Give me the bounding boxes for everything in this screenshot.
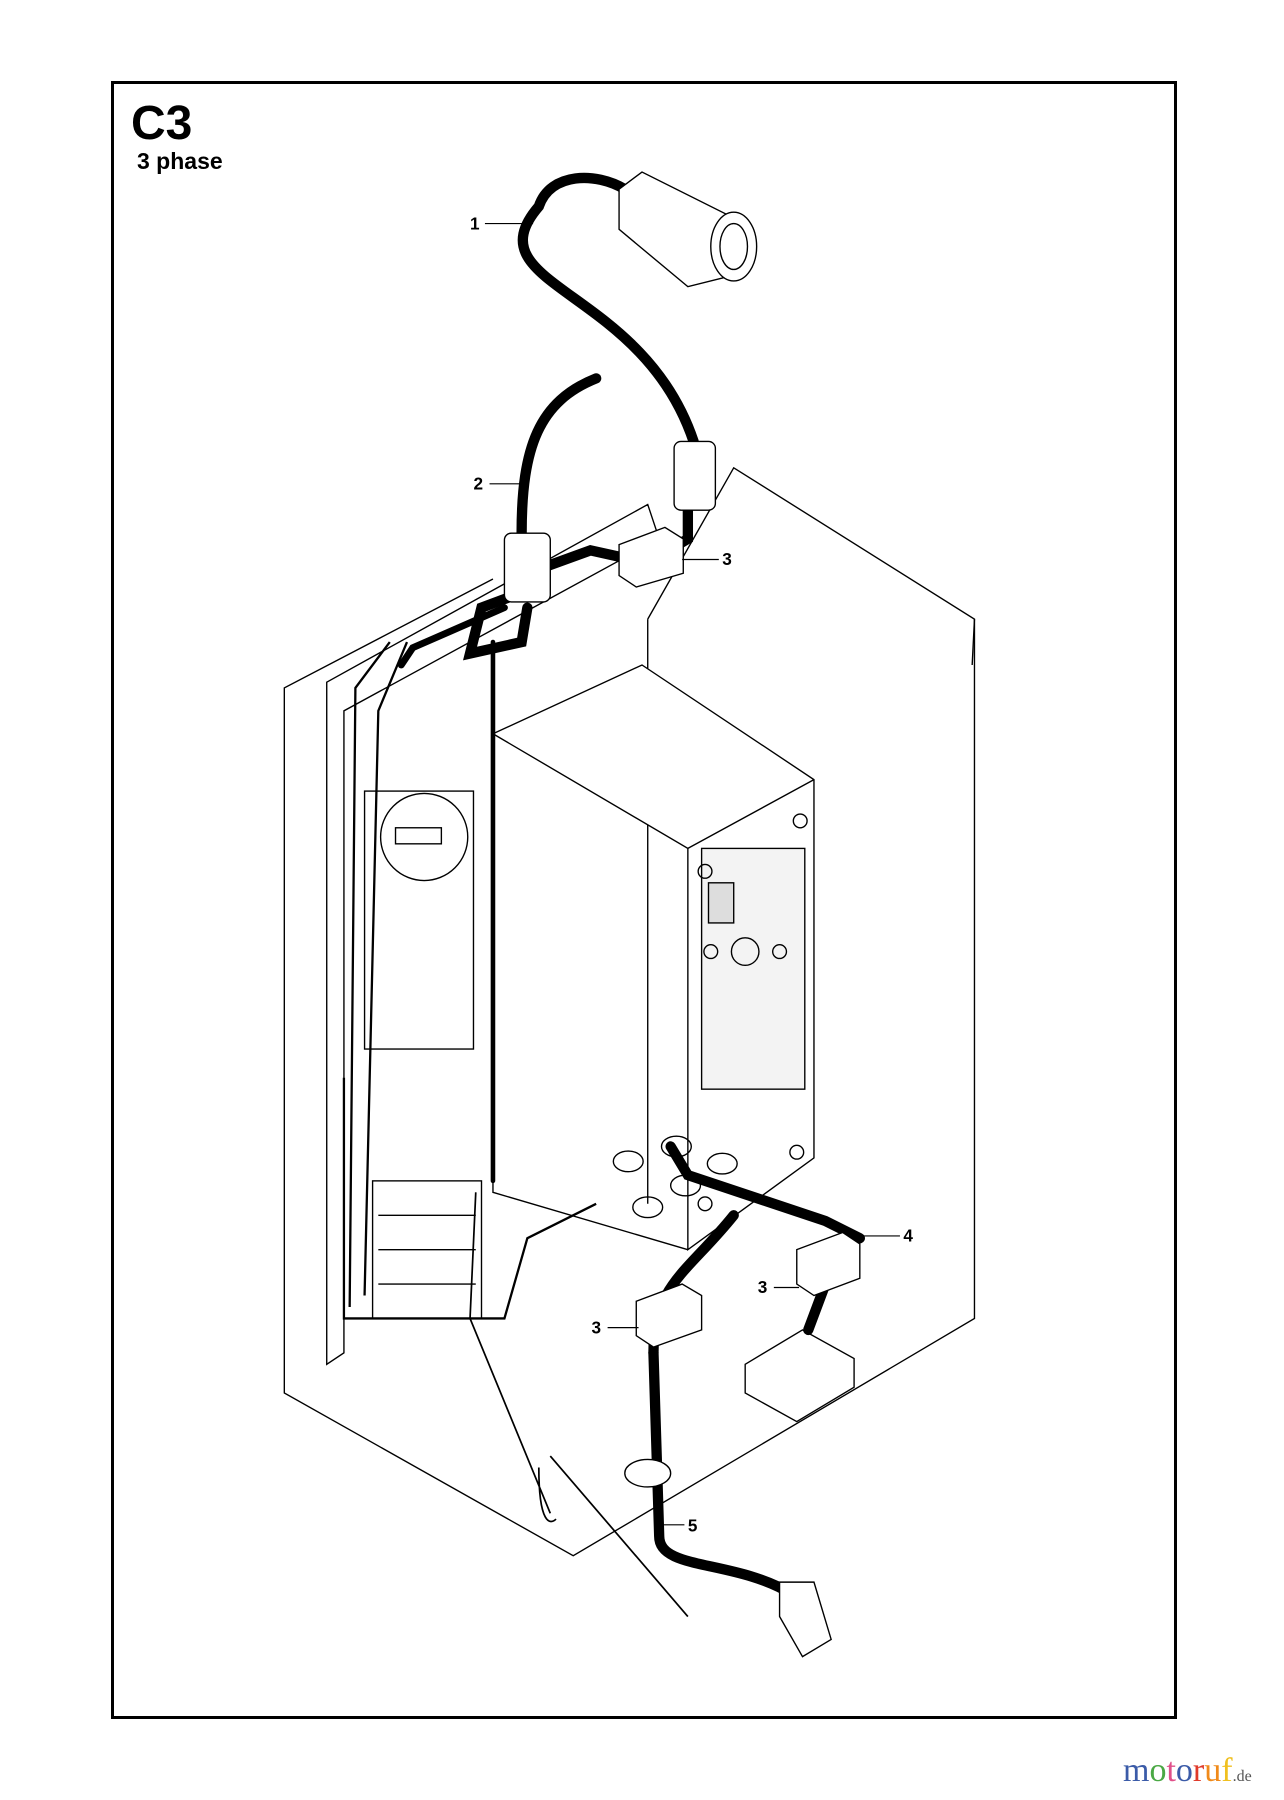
floor-gland — [744, 1329, 855, 1423]
cable-4 — [665, 1141, 865, 1244]
callout-3c: 3 — [592, 1317, 602, 1337]
cable-clamp — [796, 1231, 861, 1297]
cable-5 — [648, 1347, 797, 1599]
callout-1: 1 — [470, 213, 480, 233]
drawing-frame — [111, 81, 1177, 1719]
cable-2 — [516, 373, 602, 539]
cable-clamp — [635, 1283, 703, 1348]
page-subtitle: 3 phase — [137, 148, 223, 174]
callout-5: 5 — [688, 1516, 698, 1536]
connector-plug — [778, 1581, 832, 1658]
cable-gland — [673, 440, 717, 511]
callout-3b: 3 — [758, 1277, 768, 1297]
watermark-logo: motoruf.de — [1123, 1752, 1252, 1789]
callout-4: 4 — [903, 1226, 913, 1246]
cee-plug — [618, 171, 758, 288]
cable-clamp — [618, 526, 684, 588]
cable-gland — [503, 532, 551, 603]
callout-3: 3 — [722, 549, 732, 569]
page-title: C3 — [131, 97, 193, 150]
cable-gland-nut — [624, 1458, 672, 1488]
cable-1 — [517, 172, 699, 447]
callout-2: 2 — [473, 474, 483, 494]
mounting-plate — [326, 503, 661, 1366]
